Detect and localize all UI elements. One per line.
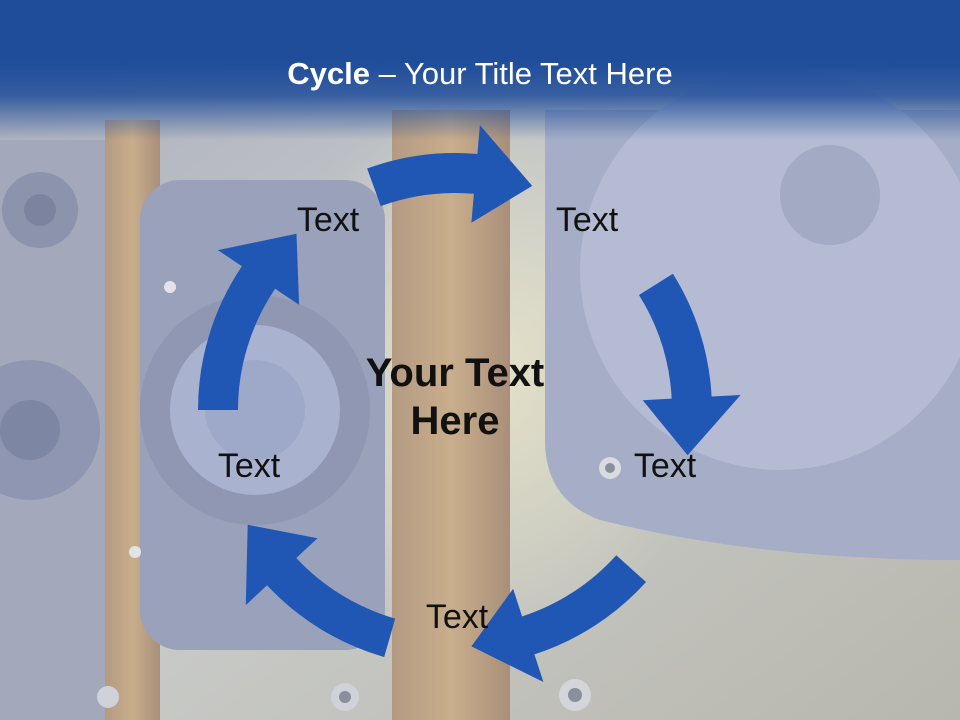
title-rest: – Your Title Text Here [370,56,673,91]
cycle-item-1: Text [296,201,360,239]
cycle-arrow-3 [471,555,646,682]
title-banner [0,0,960,140]
cycle-item-3: Text [633,447,697,485]
cycle-item-4: Text [425,598,489,636]
cycle-arrows [197,125,741,682]
cycle-item-2: Text [555,201,619,239]
cycle-arrow-4 [245,524,396,657]
slide-title: Cycle – Your Title Text Here [0,54,960,94]
cycle-arrow-5 [197,233,300,410]
title-bold-word: Cycle [287,56,370,91]
center-text: Your Text Here [365,351,545,443]
cycle-arrow-2 [639,273,741,456]
cycle-arrow-1 [367,125,533,223]
cycle-item-5: Text [217,447,281,485]
